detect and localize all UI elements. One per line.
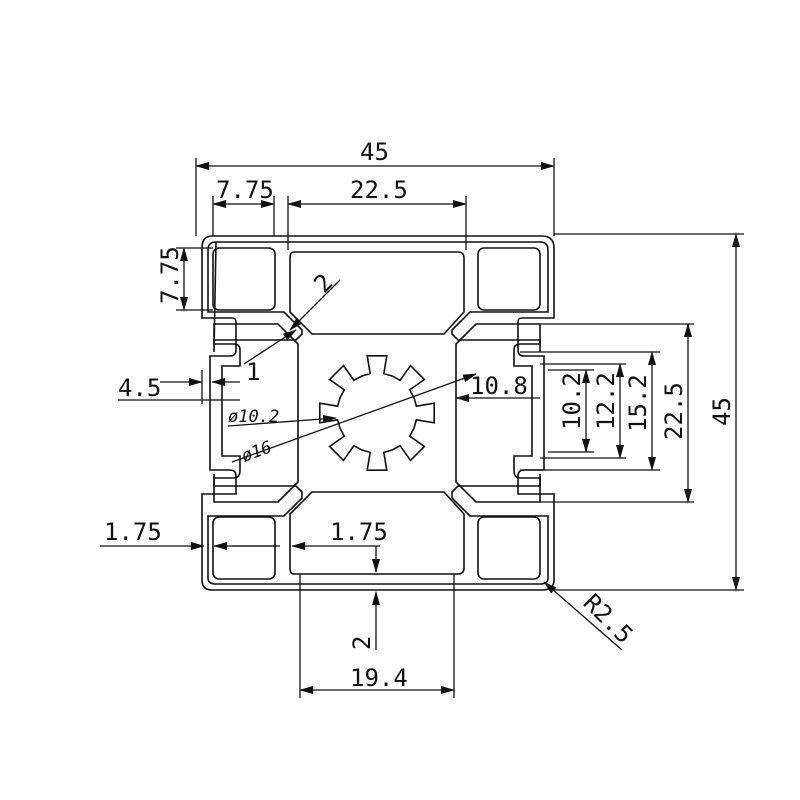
dim-wall-inner: 1.75 xyxy=(330,518,388,546)
dim-wall-bottom: 2 xyxy=(348,636,376,650)
dim-center-offset: 10.8 xyxy=(470,372,528,400)
pocket-bottom-right xyxy=(477,516,541,580)
dim-slot-inner: 15.2 xyxy=(624,374,652,432)
dim-bore-large: ø16 xyxy=(239,437,275,466)
slot-top xyxy=(289,251,465,335)
pocket-bottom-left xyxy=(212,516,276,580)
dim-overall-height: 45 xyxy=(708,397,736,426)
dim-overall-width: 45 xyxy=(360,138,389,166)
dim-center-slot-width: 22.5 xyxy=(350,176,408,204)
slot-left xyxy=(213,323,299,503)
dim-slot-opening: 10.2 xyxy=(558,372,586,430)
dim-web-thickness: 2 xyxy=(308,268,338,298)
dimension-labels: 45 7.75 22.5 7.75 2 1 4.5 10.8 ø10.2 ø16… xyxy=(104,138,736,692)
dim-pocket-width: 7.75 xyxy=(216,176,274,204)
center-bore xyxy=(319,355,435,471)
pocket-top-left xyxy=(212,247,276,311)
dim-lip-offset: 4.5 xyxy=(118,374,161,402)
dim-slot-depth: 22.5 xyxy=(660,382,688,440)
slot-bottom xyxy=(289,491,465,575)
dim-bottom-slot-width: 19.4 xyxy=(350,664,408,692)
dim-bore-small: ø10.2 xyxy=(228,407,279,427)
dim-slot-mid: 12.2 xyxy=(592,372,620,430)
dimension-lines xyxy=(100,158,744,698)
dim-pocket-height: 7.75 xyxy=(156,246,184,304)
dim-slot-lip: 1 xyxy=(246,358,260,386)
dim-wall-left: 1.75 xyxy=(104,518,162,546)
profile-outline xyxy=(201,235,555,591)
pocket-top-right xyxy=(477,247,541,311)
slot-right xyxy=(455,323,541,503)
outer-contour xyxy=(201,235,555,591)
